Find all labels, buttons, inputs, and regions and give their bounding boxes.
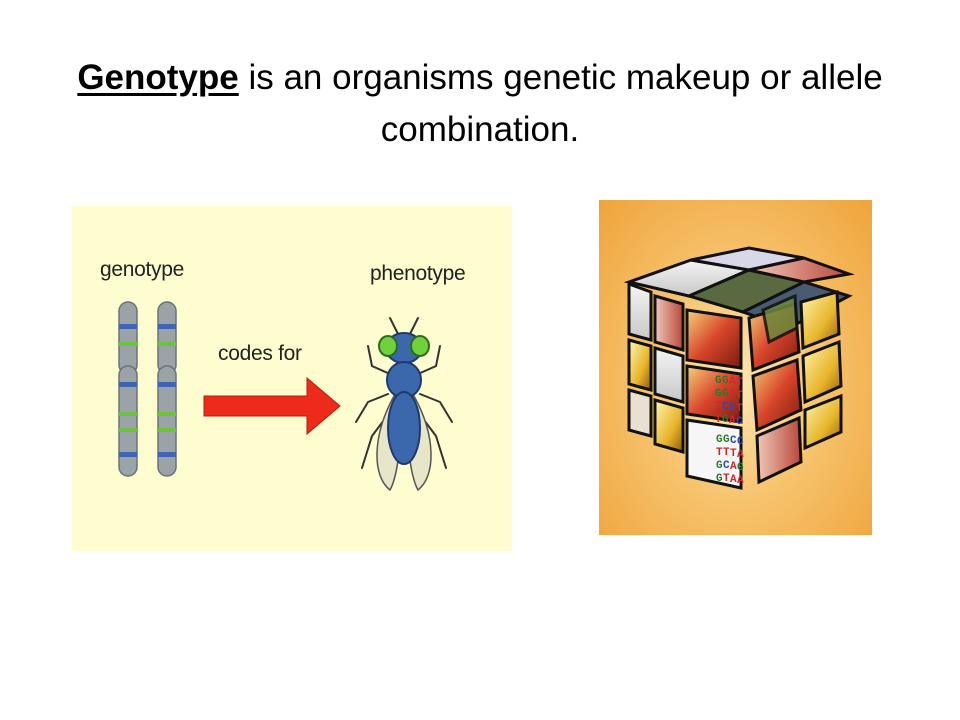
svg-text:T: T [730,448,737,460]
genotype-phenotype-diagram: genotype codes for phenotype [72,206,512,551]
svg-text:G: G [722,375,729,387]
svg-text:A: A [737,475,744,487]
svg-text:T: T [723,473,730,485]
phenotype-label: phenotype [370,262,466,285]
svg-text:G: G [716,460,723,472]
chromosome-icon [118,301,138,477]
codes-for-label: codes for [218,342,302,365]
svg-text:G: G [715,375,722,387]
dna-sequence-upper: G G A T G G T T T C C T T G A C [715,375,743,428]
svg-text:C: C [723,460,730,472]
svg-text:C: C [722,401,729,413]
chromosome-icon [157,301,177,477]
svg-text:G: G [722,388,729,400]
svg-text:C: C [730,435,737,447]
svg-text:T: T [736,403,743,415]
title-term: Genotype [77,58,239,97]
svg-text:G: G [715,388,722,400]
svg-text:T: T [715,401,722,413]
svg-text:A: A [737,449,744,461]
svg-text:G: G [722,414,729,426]
svg-text:A: A [730,474,737,486]
fly-icon [355,317,453,492]
svg-text:A: A [729,415,736,427]
svg-text:A: A [730,461,737,473]
cube-right-face [747,290,843,485]
svg-text:A: A [729,376,736,388]
svg-text:C: C [736,416,743,428]
diagram-graphics [118,301,453,492]
genotype-label: genotype [100,258,185,281]
svg-text:C: C [737,436,744,448]
svg-text:T: T [723,447,730,459]
title-rest: is an organisms genetic makeup or allele… [238,58,883,149]
dna-cube-image: G G A T G G T T T C C T T G A C G G C C … [599,200,872,535]
dna-sequence-lower: G G C C T T T A G C A G G T A A [716,434,744,487]
svg-text:T: T [729,389,736,401]
cube-graphics: G G A T G G T T T C C T T G A C G G C C … [623,246,855,490]
svg-text:G: G [737,462,744,474]
svg-text:G: G [716,434,723,446]
svg-text:T: T [716,447,723,459]
arrow-icon [203,376,341,436]
svg-text:C: C [729,402,736,414]
svg-text:G: G [723,434,730,446]
svg-text:T: T [736,377,743,389]
svg-text:G: G [716,473,723,485]
svg-text:T: T [736,390,743,402]
svg-text:T: T [715,414,722,426]
slide-title: Genotype is an organisms genetic makeup … [60,52,900,156]
cube-left-face [627,281,743,490]
